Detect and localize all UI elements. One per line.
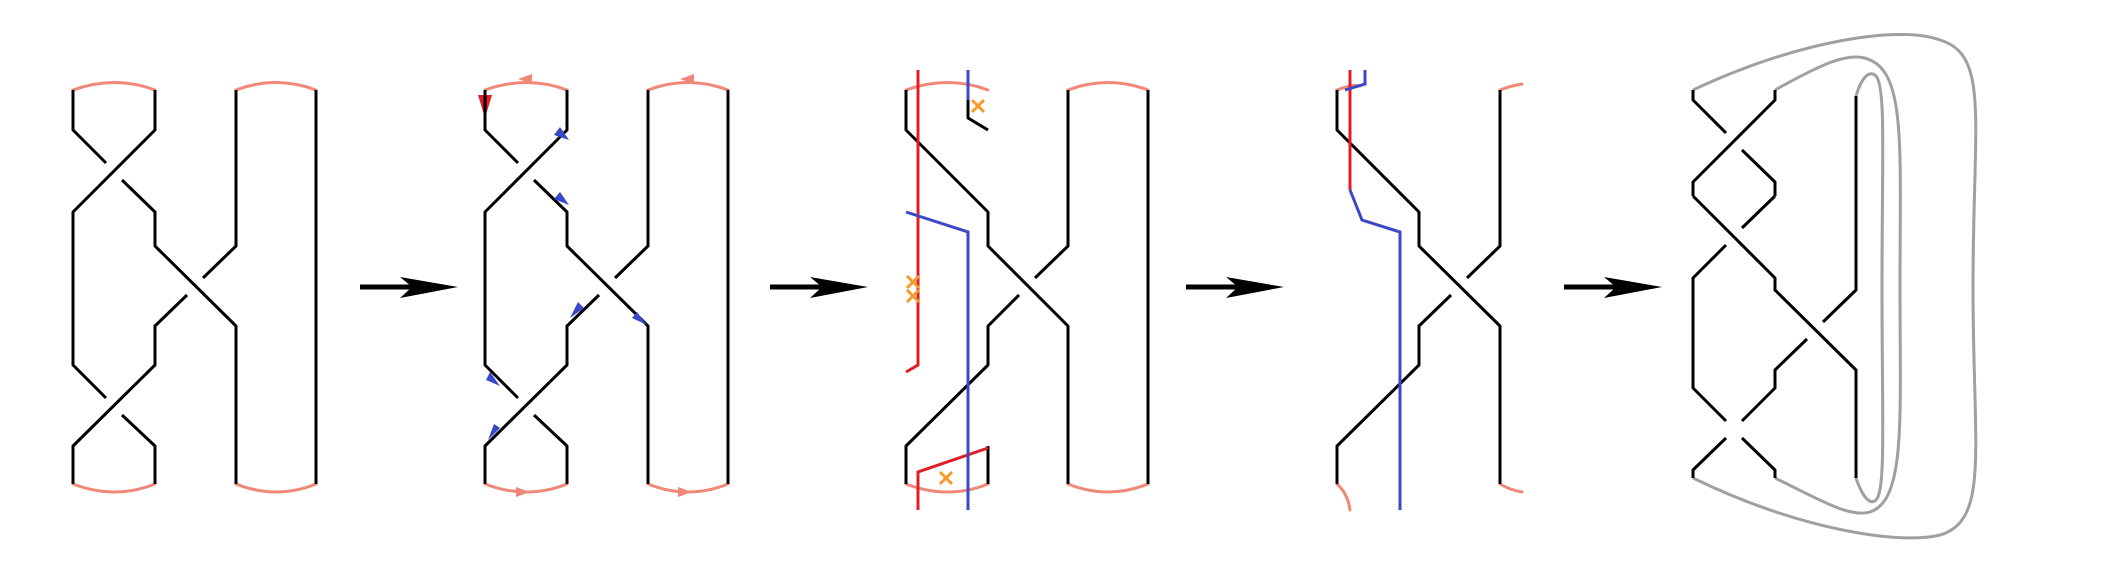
cross-marker-icon — [905, 288, 921, 304]
stage-1-bottom-cap-left — [71, 482, 157, 494]
stage-5-closure-inner — [1854, 72, 1885, 504]
stage-4-strand — [1335, 90, 1502, 484]
right-arrow-icon — [1226, 277, 1284, 298]
stage-2-strand — [483, 293, 601, 484]
cross-marker-icon — [905, 274, 921, 290]
cross-marker-icon — [938, 470, 954, 486]
stage-5-strand — [1691, 90, 1728, 135]
stage-3-blue-path — [905, 210, 970, 510]
stage-2-top-cap-left — [483, 81, 569, 92]
stage-1-strand — [120, 178, 238, 484]
small-arrowhead-icon — [516, 487, 530, 497]
transition-arrow-1 — [360, 277, 458, 298]
stage-4-strand — [1335, 293, 1453, 484]
stage-3-red-path — [905, 70, 920, 374]
small-arrowhead-icon — [554, 192, 569, 205]
stage-5-strand — [1740, 436, 1777, 478]
stage-4-bottom-cap-right — [1498, 482, 1524, 494]
small-arrowhead-icon — [518, 74, 532, 84]
stage-3-strand — [904, 90, 1070, 484]
stage-3-braid-with-paths — [904, 70, 1150, 510]
stage-2-strand — [483, 90, 569, 400]
stage-3-bottom-cap-right — [1066, 482, 1150, 494]
stage-4-top-cap-right — [1498, 82, 1524, 92]
small-arrowhead-icon — [680, 74, 694, 84]
small-arrowhead-icon — [554, 127, 569, 140]
stage-3-strand — [966, 100, 989, 132]
stage-2-top-cap-right — [646, 81, 730, 92]
stage-5-strand — [1691, 90, 1777, 196]
stage-1-top-cap-left — [71, 81, 157, 92]
stage-1-top-cap-right — [234, 81, 318, 92]
transition-arrow-4 — [1564, 277, 1662, 298]
stage-3-strand — [904, 293, 1021, 484]
right-arrow-icon — [810, 277, 868, 298]
stage-4-blue-path — [1348, 189, 1402, 510]
stage-3-red-path — [916, 446, 989, 510]
stage-4-bottom-cap-left — [1335, 482, 1352, 512]
stage-1-strand — [71, 90, 157, 400]
right-arrow-icon — [1604, 277, 1662, 298]
right-arrow-icon — [400, 277, 458, 298]
stage-3-strand — [1033, 90, 1070, 280]
stage-2-strand — [483, 90, 520, 165]
stage-4-blue-path — [1344, 70, 1367, 92]
stage-2-strand — [532, 413, 569, 484]
stage-5-strand — [1691, 436, 1728, 478]
stage-1-braid — [71, 81, 318, 494]
stage-5-strand — [1740, 337, 1809, 423]
stage-1-strand — [201, 90, 238, 280]
stage-2-oriented-braid — [478, 74, 730, 497]
cross-marker-icon — [970, 98, 986, 114]
stage-3-top-cap-left — [904, 81, 990, 92]
stage-5-strand — [1740, 148, 1777, 196]
transition-arrow-3 — [1186, 277, 1284, 298]
stage-1-strand — [71, 293, 189, 484]
small-arrowhead-icon — [632, 312, 647, 325]
small-arrowhead-icon — [488, 424, 500, 440]
small-arrowhead-icon — [570, 302, 584, 318]
stage-4-simplified-braid — [1335, 70, 1524, 512]
stage-5-strand — [1691, 194, 1858, 478]
stage-3-bottom-cap-left — [904, 482, 990, 494]
stage-5-closure-outer — [1692, 32, 1978, 540]
stage-5-strand — [1691, 243, 1728, 423]
stage-5-strand — [1740, 194, 1777, 230]
stage-1-strand — [71, 90, 108, 165]
transition-arrow-2 — [770, 277, 868, 298]
stage-2-strand — [532, 178, 650, 484]
stage-5-closed-braid — [1691, 32, 1978, 540]
stage-1-bottom-cap-right — [234, 482, 318, 494]
stage-3-top-cap-right — [1066, 81, 1150, 92]
stage-4-strand — [1465, 90, 1502, 280]
stage-1-strand — [120, 413, 157, 484]
stage-5-closure-middle — [1774, 55, 1902, 515]
small-arrowhead-icon — [678, 487, 692, 497]
small-arrowhead-icon — [486, 372, 500, 386]
stage-5-strand — [1821, 96, 1858, 324]
stage-2-strand — [613, 90, 650, 280]
